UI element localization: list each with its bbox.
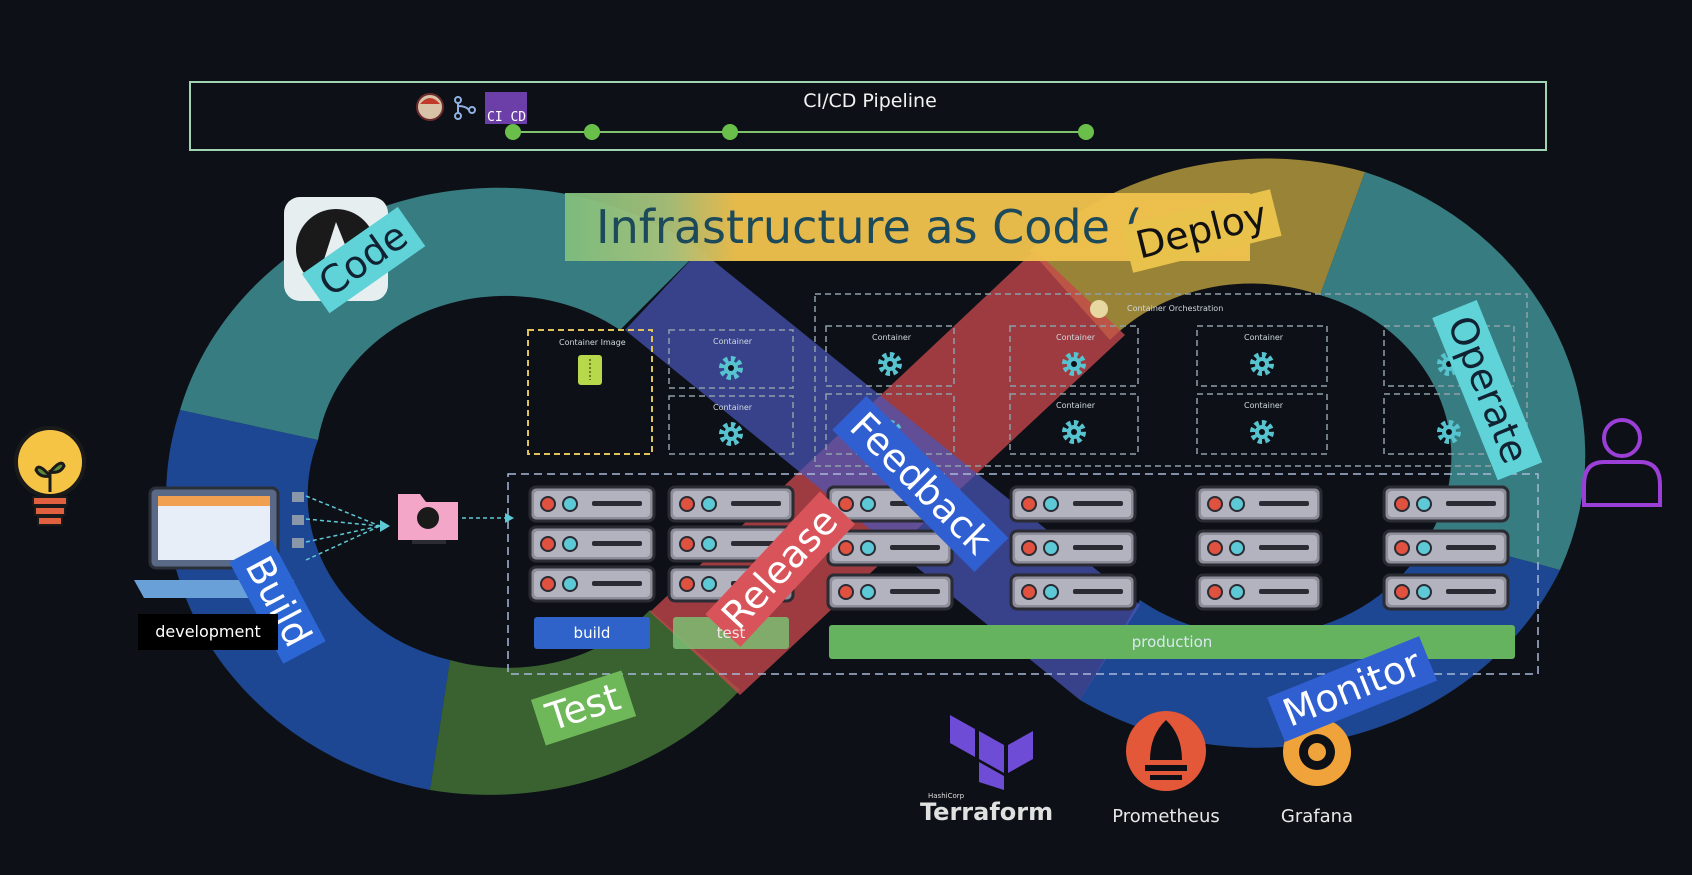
git-branch-icon	[454, 96, 476, 120]
prometheus-label: Prometheus	[1112, 806, 1220, 827]
orchestration-box	[814, 293, 1528, 467]
github-folder-icon	[398, 494, 458, 544]
container-label: Container	[1056, 333, 1096, 342]
env-production: production	[1131, 633, 1213, 651]
container-label: Container	[713, 403, 753, 412]
server-icon	[528, 485, 1510, 611]
container-label: Container	[713, 337, 753, 346]
ci-cd-badge	[485, 92, 527, 124]
container-orchestration-label: Container Orchestration	[1127, 304, 1224, 313]
pipeline-stage-dot	[1078, 124, 1094, 140]
arrow-head	[380, 520, 390, 532]
ci-cd-badge-label: CI CD	[487, 110, 527, 125]
grafana-label: Grafana	[1280, 806, 1354, 827]
pipeline-stage-dot	[722, 124, 738, 140]
container-image-label: Container Image	[559, 338, 626, 347]
pipeline-title: CI/CD Pipeline	[803, 90, 937, 112]
production-env-bar	[829, 625, 1515, 659]
terraform-label: Terraform	[920, 798, 1054, 826]
lock-icon	[292, 492, 304, 548]
lightbulb-icon	[14, 426, 86, 526]
laptop-icon	[134, 486, 294, 598]
pipeline-stage-dot	[584, 124, 600, 140]
user-icon	[1582, 418, 1662, 507]
env-development: development	[138, 614, 278, 650]
terraform-icon	[950, 715, 1033, 790]
container-label: Container	[872, 333, 912, 342]
prometheus-icon	[1126, 711, 1206, 791]
kubernetes-icon	[1090, 300, 1108, 318]
pipeline-stage-dot	[505, 124, 521, 140]
jenkins-icon	[416, 93, 444, 121]
container-image-box	[527, 329, 653, 455]
container-label: Container	[1056, 401, 1096, 410]
pipeline-box	[189, 81, 1547, 151]
container-label: Container	[1244, 401, 1284, 410]
ring-build	[166, 410, 451, 790]
zip-file-icon	[578, 355, 602, 385]
terraform-vendor: HashiCorp	[928, 792, 965, 800]
iac-title: Infrastructure as Code (	[596, 200, 1143, 254]
env-build: build	[573, 624, 611, 642]
commit-arrows	[305, 495, 505, 561]
container-label: Container	[1244, 333, 1284, 342]
env-test: test	[716, 624, 746, 642]
arrow-head	[505, 513, 514, 523]
build-env-bar	[534, 617, 650, 649]
environment-box	[507, 473, 1539, 675]
